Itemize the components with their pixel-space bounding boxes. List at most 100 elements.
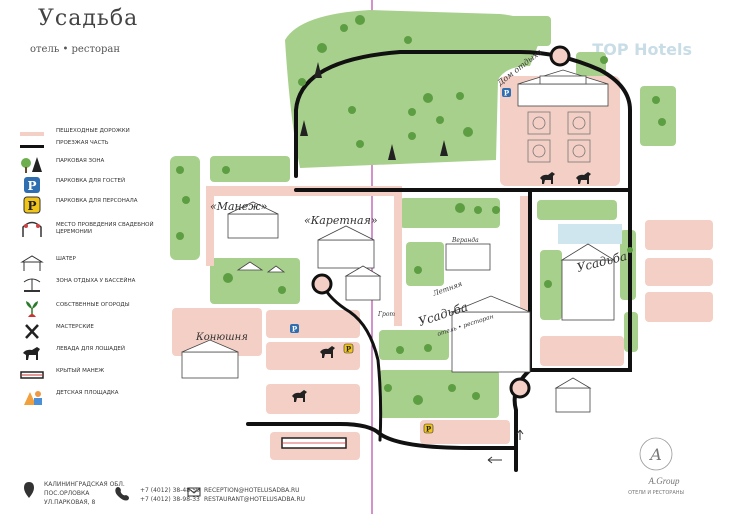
legend-item-playground: детская площадка bbox=[20, 388, 170, 410]
central-park-top bbox=[400, 198, 500, 228]
logo-subtitle: отели и рестораны bbox=[628, 490, 684, 496]
parking-staff-icon bbox=[423, 423, 434, 434]
veranda-building bbox=[445, 243, 491, 271]
garden-icon bbox=[26, 301, 38, 317]
legend-label: проезжая часть bbox=[56, 140, 109, 146]
legend-item-pool: зона отдыха у бассейна bbox=[20, 276, 170, 298]
covered-arena bbox=[281, 437, 347, 449]
horse-icon bbox=[23, 347, 40, 360]
watermark: TOP Hotels bbox=[592, 40, 692, 59]
buildings bbox=[181, 69, 616, 449]
label-konyushnya: Конюшня bbox=[195, 332, 248, 343]
workshop-zone-1 bbox=[645, 258, 713, 286]
east-park-right bbox=[640, 86, 676, 146]
parking-zone-south bbox=[420, 420, 510, 444]
playground-icon bbox=[24, 391, 42, 405]
label-karetnaya: «Каретная» bbox=[304, 214, 378, 227]
south-house bbox=[554, 377, 592, 413]
label-manezh: «Манеж» bbox=[210, 200, 268, 213]
karetnaya-building bbox=[317, 225, 382, 301]
location-pin-icon bbox=[24, 482, 34, 498]
west-park-top bbox=[210, 156, 290, 182]
parking-guest-icon bbox=[502, 88, 511, 97]
legend-item-horses: левада для лошадей bbox=[20, 344, 170, 366]
footer-icons bbox=[24, 482, 201, 501]
svg-text:A: A bbox=[648, 445, 662, 464]
parking-letter: P bbox=[292, 325, 298, 334]
horse-icon bbox=[292, 390, 307, 402]
covered-arena-icon bbox=[20, 371, 44, 379]
phone-number[interactable]: +7 (4012) 38-48-50 bbox=[140, 487, 200, 494]
horse-icon bbox=[576, 172, 591, 184]
legend-item-park: парковая зона bbox=[20, 156, 170, 178]
legend-label: шатер bbox=[56, 256, 76, 262]
legend-item-tent: шатер bbox=[20, 254, 170, 276]
tent-icon bbox=[20, 255, 44, 271]
label-grot: Грот bbox=[377, 311, 395, 318]
legend-label: парковка для персонала bbox=[56, 198, 138, 204]
arrow-left-icon bbox=[487, 456, 502, 464]
legend-label: детская площадка bbox=[56, 390, 119, 396]
manezh-building bbox=[227, 201, 279, 239]
legend-label: место проведения свадебной церемонии bbox=[56, 222, 154, 235]
legend-label: крытый манеж bbox=[56, 368, 105, 374]
legend-item-wedding: место проведения свадебной церемонии bbox=[20, 220, 170, 242]
stable-building bbox=[181, 339, 239, 379]
north-park bbox=[285, 10, 540, 168]
west-park bbox=[170, 156, 200, 260]
legend-item-workshops: мастерские bbox=[20, 322, 170, 344]
horses bbox=[292, 172, 591, 402]
walkway-line-icon bbox=[20, 132, 44, 136]
legend-item-road: проезжая часть bbox=[20, 138, 170, 160]
agroup-logo: A bbox=[639, 437, 673, 471]
arrow-up-icon bbox=[516, 429, 524, 440]
legend-label: пешеходные дорожки bbox=[56, 128, 130, 134]
park-zones bbox=[170, 10, 676, 418]
parking-staff-icon bbox=[343, 343, 354, 354]
address-line: Калининградская обл. bbox=[44, 481, 125, 488]
label-veranda: Веранда bbox=[451, 237, 479, 244]
roundabout-north bbox=[549, 45, 571, 67]
horse-paddock-1 bbox=[266, 342, 360, 370]
parking-markers: P P P P bbox=[290, 88, 511, 434]
horse-icon bbox=[320, 346, 335, 358]
trees-icon bbox=[21, 157, 42, 173]
manor-house-north bbox=[517, 69, 609, 107]
restaurant-building bbox=[451, 295, 531, 373]
west-road bbox=[320, 282, 383, 442]
phone-number[interactable]: +7 (4012) 38-98-33 bbox=[140, 496, 200, 503]
pool-lounge-icon bbox=[23, 278, 41, 292]
walkway-center bbox=[394, 196, 402, 326]
park-trees bbox=[176, 15, 666, 405]
brand-subtitle: отель • ресторан bbox=[30, 44, 121, 55]
roundabout-south bbox=[509, 377, 531, 399]
parking-guest-icon bbox=[290, 324, 299, 333]
tools-icon bbox=[25, 324, 39, 339]
roundabout-west bbox=[311, 273, 333, 295]
parking-letter: P bbox=[426, 425, 432, 434]
roundabouts bbox=[311, 45, 571, 399]
horse-icon bbox=[540, 172, 555, 184]
garden-zone-east bbox=[645, 220, 713, 250]
parking-letter: P bbox=[346, 345, 352, 354]
phone-icon bbox=[115, 487, 129, 501]
south-park bbox=[379, 370, 499, 418]
wedding-arch-icon bbox=[22, 221, 42, 237]
address-line: пос.Орловка bbox=[44, 490, 90, 497]
legend-item-parking-guest: P парковка для гостей bbox=[20, 176, 170, 198]
svg-text:P: P bbox=[27, 179, 36, 193]
horse-paddock-2 bbox=[266, 384, 360, 414]
logo-brand: A.Group bbox=[648, 476, 680, 486]
email-link[interactable]: restaurant@hotelusadba.ru bbox=[204, 496, 306, 503]
parking-zone-west bbox=[266, 310, 360, 338]
email-link[interactable]: reception@hotelusadba.ru bbox=[204, 487, 300, 494]
east-park-pool bbox=[537, 200, 617, 220]
stable-zone bbox=[172, 308, 262, 356]
legend-label: зона отдыха у бассейна bbox=[56, 278, 136, 284]
legend-label: парковка для гостей bbox=[56, 178, 126, 184]
legend-label: левада для лошадей bbox=[56, 346, 125, 352]
workshop-zone-2 bbox=[645, 292, 713, 322]
garden-parterre bbox=[527, 111, 591, 163]
parking-zone-east bbox=[540, 336, 624, 366]
